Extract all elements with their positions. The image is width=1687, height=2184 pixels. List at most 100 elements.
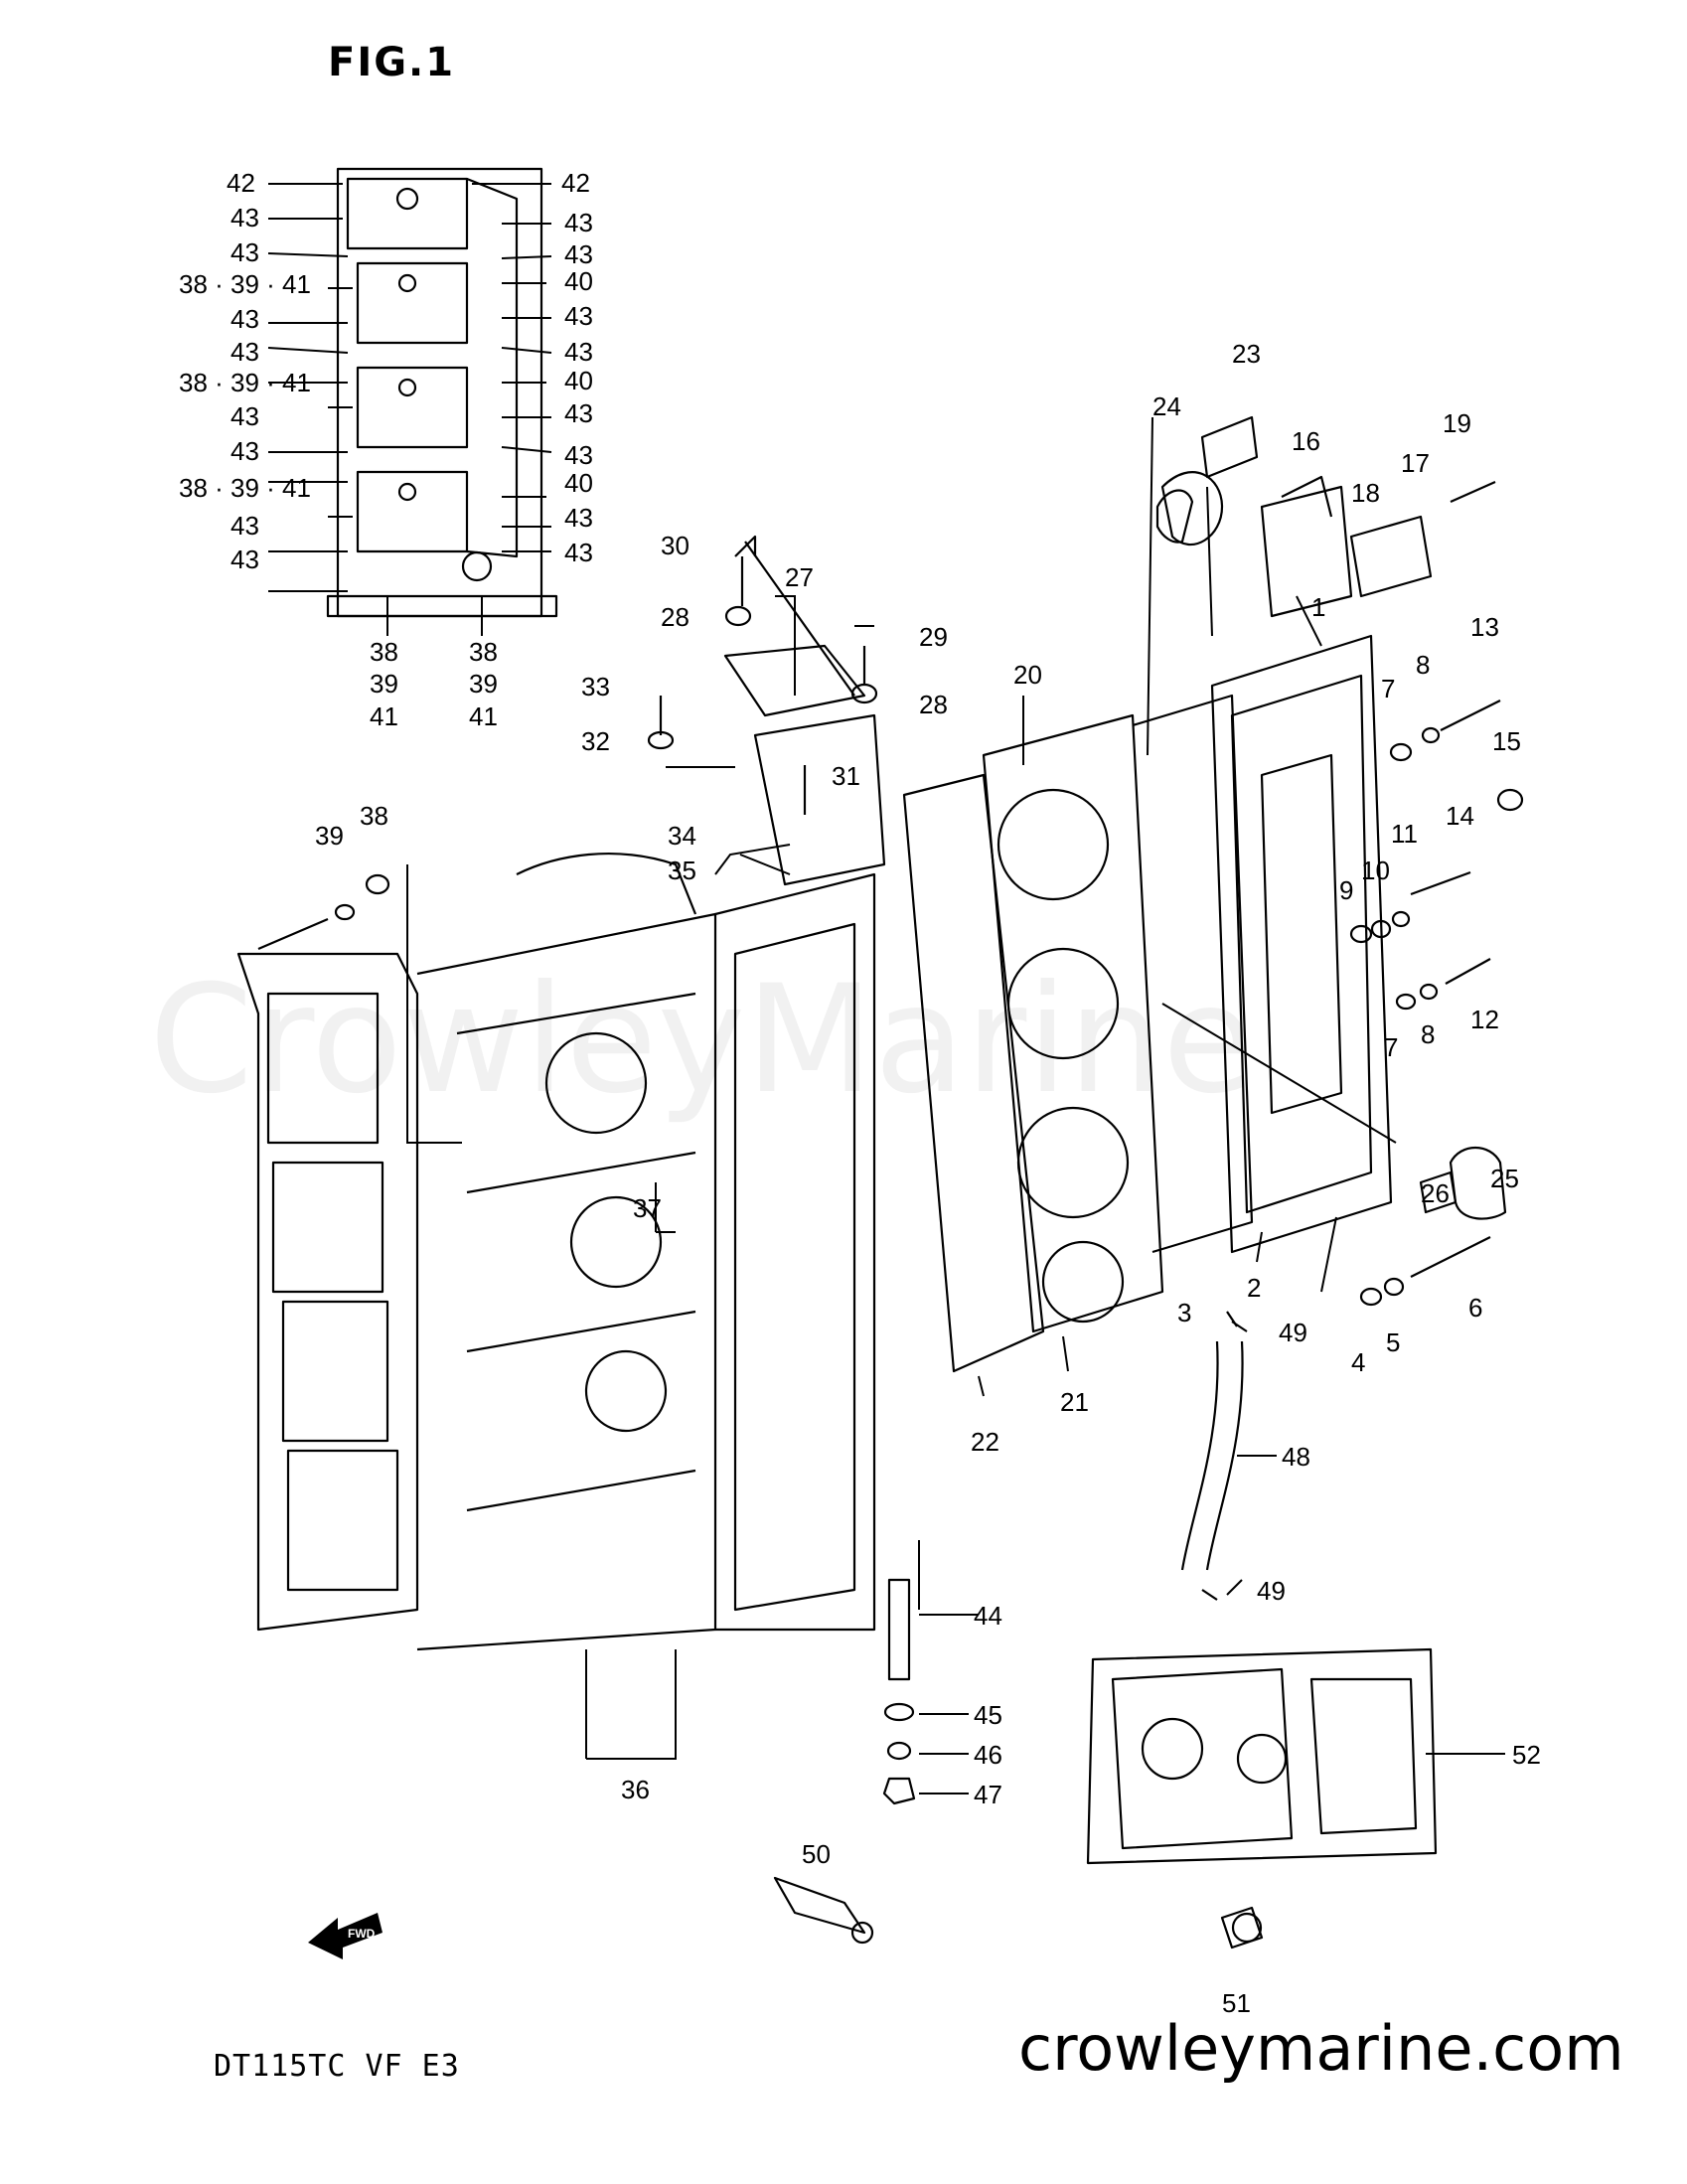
inset-callout: 38 · 39 · 41 <box>179 269 311 299</box>
inset-callout: 43 <box>564 503 593 533</box>
inset-callout: 40 <box>564 468 593 498</box>
inset-callout: 38 · 39 · 41 <box>179 473 311 503</box>
main-callouts: 1 2 3 4 5 6 7 7 8 8 9 10 11 12 13 14 15 … <box>315 339 1541 2018</box>
callout-28a: 28 <box>661 602 690 632</box>
callout-29: 29 <box>919 622 948 652</box>
clamp-and-plug <box>773 1876 1264 1950</box>
inset-callout: 43 <box>564 337 593 367</box>
leader-lines <box>406 416 1505 1794</box>
inset-callout: 43 <box>230 545 259 574</box>
callout-6: 6 <box>1468 1293 1482 1323</box>
inset-callout: 43 <box>230 436 259 466</box>
figure-title: FIG.1 <box>328 40 456 85</box>
callout-18: 18 <box>1351 478 1380 508</box>
thermostat-assembly <box>1155 415 1496 618</box>
inset-callout: 43 <box>564 538 593 567</box>
callout-16: 16 <box>1292 426 1320 456</box>
callout-8b: 8 <box>1421 1019 1435 1049</box>
callout-39: 39 <box>315 821 344 851</box>
callout-50: 50 <box>802 1839 831 1869</box>
inset-callout: 40 <box>564 266 593 296</box>
callout-46: 46 <box>974 1740 1002 1770</box>
callout-33: 33 <box>581 672 610 702</box>
stud-set <box>882 1578 916 1805</box>
callout-10: 10 <box>1361 856 1390 885</box>
callout-35: 35 <box>668 856 696 885</box>
inset-callout: 42 <box>561 168 590 198</box>
callout-47: 47 <box>974 1780 1002 1809</box>
callout-36: 36 <box>621 1775 650 1804</box>
callout-28b: 28 <box>919 690 948 719</box>
inset-callout: 43 <box>230 337 259 367</box>
callout-37: 37 <box>633 1193 662 1223</box>
inset-callout: 43 <box>230 401 259 431</box>
callout-19: 19 <box>1443 408 1471 438</box>
inset-callout: 43 <box>564 301 593 331</box>
right-fasteners <box>1349 700 1524 1307</box>
inset-callout: 43 <box>564 208 593 237</box>
inset-callout: 43 <box>564 440 593 470</box>
inset-callout: 43 <box>230 237 259 267</box>
callout-49b: 49 <box>1257 1576 1286 1606</box>
callout-26: 26 <box>1421 1178 1450 1208</box>
reed-valve-inset <box>267 167 558 636</box>
callout-38: 38 <box>360 801 388 831</box>
callout-12: 12 <box>1470 1005 1499 1034</box>
exhaust-cover <box>1210 634 1393 1254</box>
fwd-arrow-icon: FWD <box>308 1913 383 1959</box>
fwd-arrow-label: FWD <box>348 1927 376 1941</box>
inset-callout: 43 <box>230 511 259 541</box>
callout-24: 24 <box>1152 391 1181 421</box>
callout-23: 23 <box>1232 339 1261 369</box>
inset-callout: 38 <box>370 637 398 667</box>
callout-15: 15 <box>1492 726 1521 756</box>
callout-11: 11 <box>1391 819 1418 849</box>
website-link[interactable]: crowleymarine.com <box>1018 2012 1624 2085</box>
callout-45: 45 <box>974 1700 1002 1730</box>
callout-48: 48 <box>1282 1442 1310 1472</box>
callout-25: 25 <box>1490 1164 1519 1193</box>
callout-8a: 8 <box>1416 650 1430 680</box>
inset-callout: 43 <box>564 239 593 269</box>
inset-callout: 38 · 39 · 41 <box>179 368 311 397</box>
inset-callouts: 42 42 43 43 43 43 38 · 39 · 41 40 43 43 … <box>179 168 593 731</box>
water-hose <box>1180 1311 1244 1601</box>
left-bolt <box>257 873 390 951</box>
callout-4: 4 <box>1351 1347 1365 1377</box>
callout-34: 34 <box>668 821 696 851</box>
inset-callout: 42 <box>227 168 255 198</box>
watermark: CrowleyMarine <box>149 954 1255 1127</box>
top-brackets <box>647 535 886 886</box>
inset-callout: 39 <box>370 669 398 699</box>
inset-callout: 43 <box>230 304 259 334</box>
callout-20: 20 <box>1013 660 1042 690</box>
callout-52: 52 <box>1512 1740 1541 1770</box>
callout-44: 44 <box>974 1601 1002 1631</box>
callout-32: 32 <box>581 726 610 756</box>
callout-17: 17 <box>1401 448 1430 478</box>
model-code: DT115TC VF E3 <box>214 2049 460 2084</box>
callout-13: 13 <box>1470 612 1499 642</box>
inset-callout: 39 <box>469 669 498 699</box>
callout-7b: 7 <box>1384 1032 1398 1062</box>
callout-21: 21 <box>1060 1387 1089 1417</box>
inset-callout: 40 <box>564 366 593 395</box>
inset-callout: 38 <box>469 637 498 667</box>
callout-7a: 7 <box>1381 674 1395 703</box>
callout-3: 3 <box>1177 1298 1191 1327</box>
callout-2: 2 <box>1247 1273 1261 1303</box>
callout-14: 14 <box>1446 801 1474 831</box>
callout-5: 5 <box>1386 1327 1400 1357</box>
callout-22: 22 <box>971 1427 999 1457</box>
callout-27: 27 <box>785 562 814 592</box>
inset-callout: 43 <box>564 398 593 428</box>
inset-callout: 43 <box>230 203 259 233</box>
callout-9: 9 <box>1339 875 1353 905</box>
inset-callout: 41 <box>469 702 498 731</box>
callout-51: 51 <box>1222 1988 1251 2018</box>
cylinder-block <box>236 852 876 1651</box>
inset-callout: 41 <box>370 702 398 731</box>
callout-1: 1 <box>1311 592 1325 622</box>
